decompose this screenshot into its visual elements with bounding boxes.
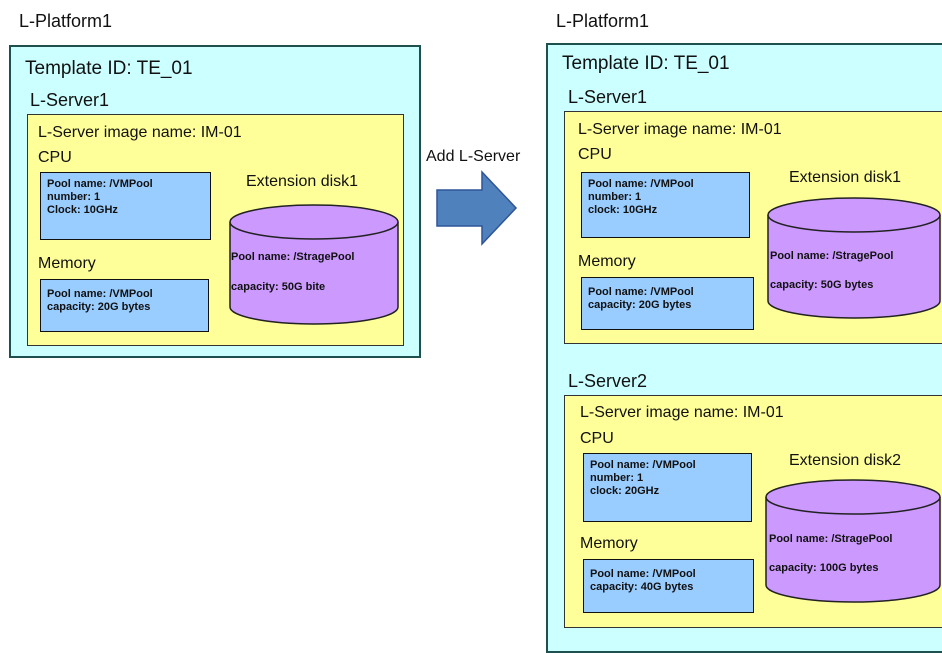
after-template-id: Template ID: TE_01 xyxy=(562,53,730,74)
after-server2-memory-box: Pool name: /VMPool capacity: 40G bytes xyxy=(583,559,754,613)
after-server2-disk-cylinder xyxy=(765,479,941,603)
arrow-right-icon xyxy=(436,170,518,246)
add-lserver-label: Add L-Server xyxy=(426,148,521,165)
after-server1-memory-label: Memory xyxy=(578,253,636,270)
before-server1-cpu-label: CPU xyxy=(38,149,72,166)
after-server1-disk-label: Extension disk1 xyxy=(789,169,902,186)
before-server1-cpu-clock: Clock: 10GHz xyxy=(47,204,118,216)
before-server1-disk-label: Extension disk1 xyxy=(246,173,359,190)
before-platform-title: L-Platform1 xyxy=(19,11,113,31)
after-server2-cpu-number: number: 1 xyxy=(590,472,644,484)
after-server2-memory-capacity: capacity: 40G bytes xyxy=(590,581,694,593)
before-server1-image-name: L-Server image name: IM-01 xyxy=(38,124,242,141)
before-server1-memory-capacity: capacity: 20G bytes xyxy=(47,301,151,313)
before-server1-memory-box: Pool name: /VMPool capacity: 20G bytes xyxy=(40,279,209,332)
after-server2-cpu-box: Pool name: /VMPool number: 1 clock: 20GH… xyxy=(583,453,752,522)
after-server1-memory-box: Pool name: /VMPool capacity: 20G bytes xyxy=(581,277,754,330)
before-server1-cpu-pool: Pool name: /VMPool xyxy=(47,178,153,190)
before-server1-disk-pool: Pool name: /StragePool xyxy=(231,251,355,263)
after-platform-title: L-Platform1 xyxy=(556,11,650,31)
before-server1-disk-cylinder xyxy=(229,204,399,325)
after-server1-name: L-Server1 xyxy=(568,87,648,107)
after-server2-cpu-clock: clock: 20GHz xyxy=(590,485,660,497)
after-server1-cpu-pool: Pool name: /VMPool xyxy=(588,178,694,190)
after-server1-image-name: L-Server image name: IM-01 xyxy=(578,121,782,138)
after-server1-cpu-label: CPU xyxy=(578,146,612,163)
after-server2-disk-capacity: capacity: 100G bytes xyxy=(769,562,879,574)
after-server1-disk-capacity: capacity: 50G bytes xyxy=(770,279,874,291)
before-server1-disk-capacity: capacity: 50G bite xyxy=(231,281,326,293)
after-server2-name: L-Server2 xyxy=(568,371,648,391)
after-server2-memory-pool: Pool name: /VMPool xyxy=(590,568,696,580)
before-server1-memory-pool: Pool name: /VMPool xyxy=(47,288,153,300)
before-server1-cpu-number: number: 1 xyxy=(47,191,101,203)
after-server1-memory-pool: Pool name: /VMPool xyxy=(588,286,694,298)
before-template-id: Template ID: TE_01 xyxy=(25,58,193,79)
before-server1-memory-label: Memory xyxy=(38,255,96,272)
after-server1-cpu-box: Pool name: /VMPool number: 1 clock: 10GH… xyxy=(581,172,750,238)
after-server2-disk-pool: Pool name: /StragePool xyxy=(769,533,893,545)
after-server2-image-name: L-Server image name: IM-01 xyxy=(580,404,784,421)
after-server1-disk-pool: Pool name: /StragePool xyxy=(770,250,894,262)
after-server1-memory-capacity: capacity: 20G bytes xyxy=(588,299,692,311)
after-server1-cpu-clock: clock: 10GHz xyxy=(588,204,658,216)
before-server1-name: L-Server1 xyxy=(30,90,110,110)
after-server2-memory-label: Memory xyxy=(580,535,638,552)
before-server1-cpu-box: Pool name: /VMPool number: 1 Clock: 10GH… xyxy=(40,172,211,240)
after-server1-disk-cylinder xyxy=(767,197,941,319)
after-server2-disk-label: Extension disk2 xyxy=(789,452,902,469)
after-server2-cpu-label: CPU xyxy=(580,430,614,447)
after-server2-cpu-pool: Pool name: /VMPool xyxy=(590,459,696,471)
after-server1-cpu-number: number: 1 xyxy=(588,191,642,203)
